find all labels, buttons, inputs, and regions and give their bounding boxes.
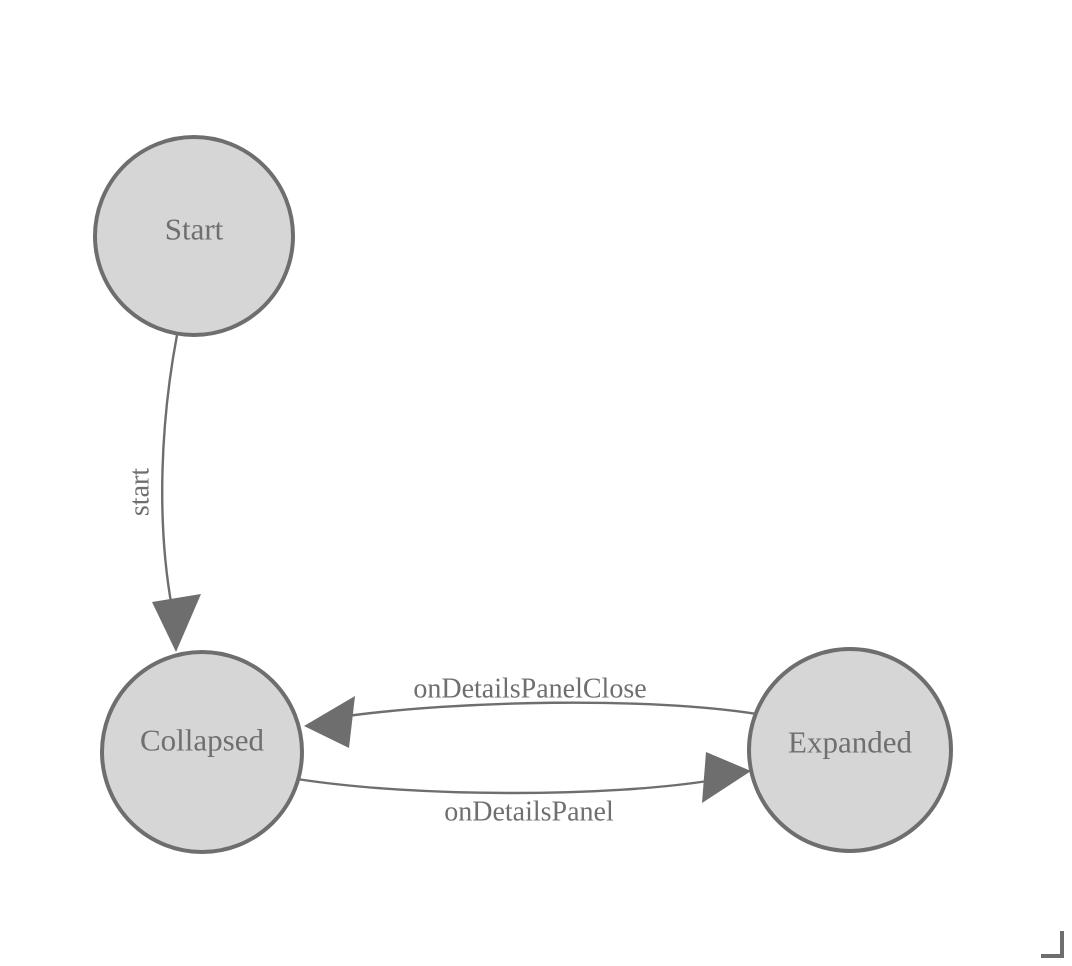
node-start-circle xyxy=(93,135,295,337)
edge-start-to-collapsed-path xyxy=(161,334,179,609)
bottom-right-corner-mark[interactable] xyxy=(1041,931,1064,958)
edge-label-start: start xyxy=(125,468,156,516)
node-collapsed-circle xyxy=(100,650,304,854)
edge-label-on-details-panel: onDetailsPanel xyxy=(444,797,614,828)
node-expanded-circle xyxy=(747,647,953,853)
node-expanded-label: Expanded xyxy=(788,725,912,760)
node-expanded[interactable]: Expanded xyxy=(747,647,953,853)
edge-expanded-to-collapsed-arrowhead xyxy=(304,696,355,748)
edge-expanded-to-collapsed-path xyxy=(339,701,758,719)
edge-start-to-collapsed[interactable]: start xyxy=(125,334,202,652)
node-collapsed[interactable]: Collapsed xyxy=(100,650,304,854)
node-collapsed-label: Collapsed xyxy=(140,723,264,758)
node-start[interactable]: Start xyxy=(93,135,295,337)
node-start-label: Start xyxy=(165,212,224,247)
edge-collapsed-to-expanded-path xyxy=(296,777,715,795)
edge-collapsed-to-expanded[interactable]: onDetailsPanel xyxy=(296,752,751,828)
edge-collapsed-to-expanded-arrowhead xyxy=(702,752,751,803)
edge-expanded-to-collapsed[interactable]: onDetailsPanelClose xyxy=(304,674,758,749)
edge-label-on-details-panel-close: onDetailsPanelClose xyxy=(413,674,646,705)
edge-start-to-collapsed-arrowhead xyxy=(152,594,201,652)
